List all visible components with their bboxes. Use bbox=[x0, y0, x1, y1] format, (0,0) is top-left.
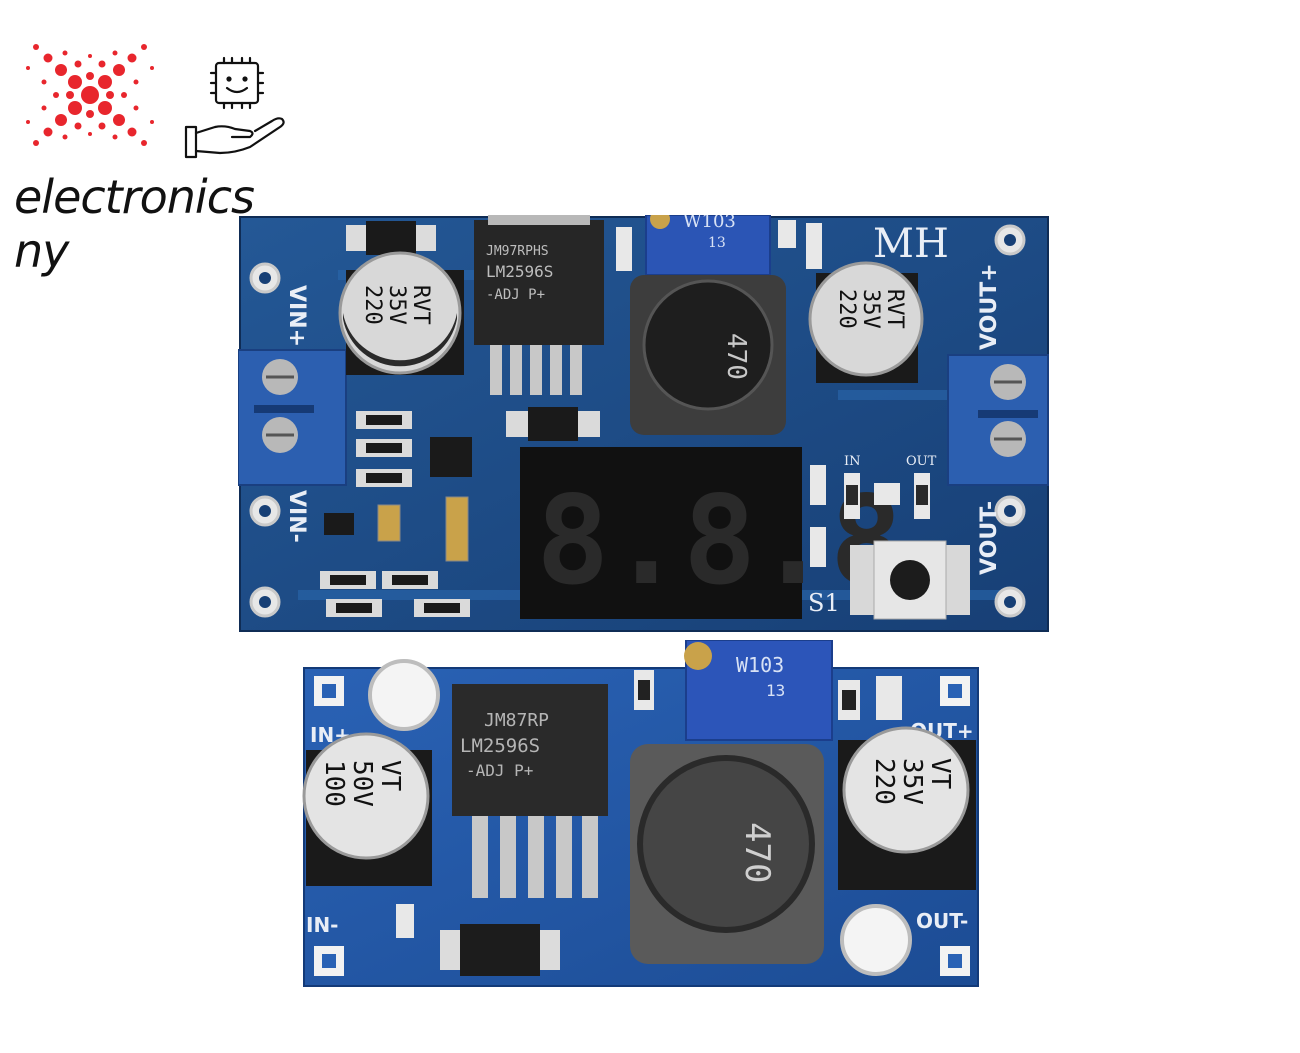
top-board-image: MH VIN+ VIN- VOUT+ VOUT- 220 35V RVT JM9… bbox=[238, 215, 1049, 632]
voltage-display: 8.8.8. bbox=[520, 447, 977, 619]
cap-right-voltage: 35V bbox=[858, 289, 883, 329]
vin-plus-label: VIN+ bbox=[284, 285, 309, 347]
inductor-bottom: 470 bbox=[630, 744, 824, 964]
trim-potentiometer-bottom: W103 13 bbox=[684, 640, 833, 741]
svg-text:RVT: RVT bbox=[882, 289, 907, 329]
regulator-ic-bottom: JM87RP LM2596S -ADJ P+ bbox=[452, 684, 608, 898]
ic-bottom-line-3: -ADJ P+ bbox=[466, 761, 533, 780]
cap-right-bottom-voltage: 35V bbox=[897, 758, 927, 805]
ic-line-3: -ADJ P+ bbox=[486, 287, 545, 303]
cap-right-series: RVT bbox=[882, 289, 907, 329]
input-capacitor-bottom: 100 50V VT bbox=[302, 732, 432, 886]
cap-left-voltage: 35V bbox=[384, 285, 409, 325]
pot-bottom-sub-label: 13 bbox=[766, 681, 785, 700]
cap-left-value: 220 bbox=[360, 285, 385, 325]
in-minus-label: IN- bbox=[306, 913, 338, 937]
svg-text:VT: VT bbox=[375, 760, 405, 792]
switch-s1 bbox=[850, 540, 970, 620]
pot-bottom-label: W103 bbox=[736, 653, 784, 677]
svg-text:220: 220 bbox=[360, 285, 385, 325]
vout-plus-label: VOUT+ bbox=[977, 263, 1002, 350]
pot-label: W103 bbox=[683, 215, 736, 232]
cap-left-series: RVT bbox=[408, 285, 433, 325]
inductor: 470 bbox=[630, 275, 786, 435]
ic-bottom-line-2: LM2596S bbox=[460, 735, 540, 757]
cap-left-bottom-series: VT bbox=[375, 760, 405, 792]
trim-potentiometer: W103 13 bbox=[645, 215, 771, 276]
cap-right-bottom-series: VT bbox=[925, 758, 955, 790]
cap-left-bottom-voltage: 50V bbox=[347, 760, 377, 807]
chip-hand-icon bbox=[184, 56, 285, 159]
dots-x-logo-icon bbox=[26, 44, 154, 146]
vin-minus-label: VIN- bbox=[284, 490, 309, 543]
led-in-label: IN bbox=[844, 454, 861, 469]
ic-line-2: LM2596S bbox=[486, 262, 553, 281]
input-capacitor: 220 35V RVT bbox=[338, 251, 464, 375]
output-terminal-block bbox=[947, 354, 1049, 486]
inductor-bottom-label: 470 bbox=[737, 822, 777, 883]
svg-text:35V: 35V bbox=[384, 285, 409, 325]
mount-hole-left bbox=[368, 659, 440, 731]
cap-right-bottom-value: 220 bbox=[869, 758, 899, 805]
svg-text:VT: VT bbox=[925, 758, 955, 790]
cap-right-value: 220 bbox=[834, 289, 859, 329]
svg-text:35V: 35V bbox=[897, 758, 927, 805]
out-minus-label: OUT- bbox=[916, 909, 968, 933]
output-capacitor-bottom: 220 35V VT bbox=[838, 726, 976, 890]
regulator-ic: JM97RPHS LM2596S -ADJ P+ bbox=[474, 215, 604, 395]
vout-minus-label: VOUT- bbox=[977, 501, 1002, 575]
svg-text:100: 100 bbox=[319, 760, 349, 807]
logo-wordmark: electronics ny bbox=[14, 170, 255, 278]
svg-text:RVT: RVT bbox=[408, 285, 433, 325]
mount-hole-right bbox=[840, 904, 912, 976]
input-terminal-block bbox=[238, 349, 347, 486]
bottom-board-image: IN+ IN- OUT+ OUT- 100 50V VT JM87RP LM25… bbox=[302, 640, 979, 987]
svg-text:50V: 50V bbox=[347, 760, 377, 807]
ic-line-1: JM97RPHS bbox=[486, 244, 549, 259]
ic-bottom-line-1: JM87RP bbox=[484, 710, 549, 731]
cap-left-bottom-value: 100 bbox=[319, 760, 349, 807]
svg-text:220: 220 bbox=[869, 758, 899, 805]
output-capacitor: 220 35V RVT bbox=[808, 261, 924, 383]
pot-sub-label: 13 bbox=[708, 235, 726, 251]
brand-logo: electronics ny bbox=[0, 0, 320, 278]
svg-text:35V: 35V bbox=[858, 289, 883, 329]
brand-label: MH bbox=[873, 221, 949, 267]
switch-label: S1 bbox=[808, 589, 840, 617]
inductor-label: 470 bbox=[721, 333, 751, 380]
svg-text:220: 220 bbox=[834, 289, 859, 329]
led-out-label: OUT bbox=[906, 454, 937, 469]
